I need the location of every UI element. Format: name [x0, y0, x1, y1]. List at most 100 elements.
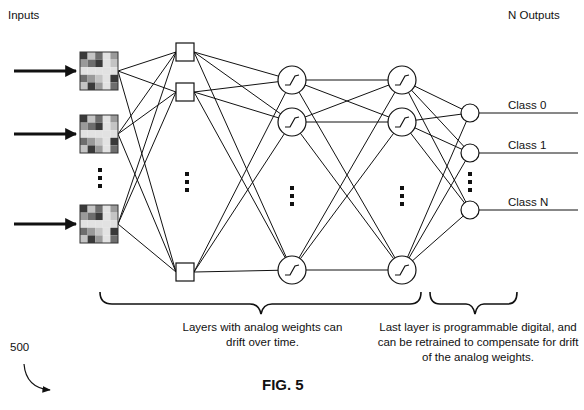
image-pixel — [110, 235, 118, 243]
image-pixel — [95, 52, 103, 60]
image-pixel — [103, 82, 111, 90]
image-pixel — [80, 138, 88, 146]
weight-line — [402, 153, 470, 270]
callout-number: 500 — [10, 340, 50, 355]
weight-line — [292, 122, 402, 123]
image-pixel — [103, 52, 111, 60]
image-pixel — [80, 235, 88, 243]
image-pixel — [103, 213, 111, 221]
image-pixel — [110, 145, 118, 153]
image-pixel — [103, 75, 111, 83]
image-pixel — [80, 220, 88, 228]
image-pixel — [103, 67, 111, 75]
weight-line — [479, 113, 578, 114]
image-pixel — [110, 138, 118, 146]
image-pixel — [110, 82, 118, 90]
image-pixel — [80, 213, 88, 221]
activation-symbol — [285, 75, 299, 85]
input-image — [80, 52, 118, 90]
output-neuron — [461, 104, 479, 122]
activation-symbol — [285, 117, 299, 127]
image-pixel — [110, 75, 118, 83]
weight-line — [194, 92, 292, 122]
weight-lines — [118, 52, 578, 272]
image-pixel — [88, 145, 96, 153]
weight-line — [479, 210, 578, 211]
ellipsis-dot — [468, 180, 472, 184]
weight-line — [118, 71, 176, 272]
image-pixel — [80, 115, 88, 123]
output-neuron — [461, 144, 479, 162]
bracket-note: Layers with analog weights can drift ove… — [175, 320, 350, 350]
image-pixel — [110, 130, 118, 138]
hidden-neuron — [388, 66, 416, 94]
image-pixel — [110, 213, 118, 221]
weight-line — [118, 52, 176, 224]
image-pixel — [80, 130, 88, 138]
image-pixel — [80, 67, 88, 75]
image-pixel — [88, 75, 96, 83]
weight-line — [292, 80, 402, 81]
ellipsis-dot — [400, 186, 404, 190]
image-pixel — [110, 205, 118, 213]
image-pixel — [80, 52, 88, 60]
ellipsis-dot — [290, 186, 294, 190]
output-neuron — [461, 201, 479, 219]
image-pixel — [88, 235, 96, 243]
image-pixel — [110, 67, 118, 75]
image-pixel — [88, 220, 96, 228]
image-pixel — [95, 130, 103, 138]
class-label: Class 0 — [508, 98, 578, 113]
image-pixel — [103, 130, 111, 138]
activation-symbol — [285, 265, 299, 275]
image-pixel — [110, 52, 118, 60]
image-pixel — [95, 123, 103, 131]
weight-line — [194, 52, 292, 270]
image-pixel — [103, 60, 111, 68]
weight-line — [118, 92, 176, 224]
heading-label: Inputs — [8, 8, 88, 23]
image-pixel — [80, 123, 88, 131]
hidden-neuron — [278, 66, 306, 94]
image-pixel — [103, 205, 111, 213]
image-pixel — [103, 123, 111, 131]
ellipsis-dot — [98, 168, 102, 172]
ellipsis-dot — [468, 188, 472, 192]
weight-line — [292, 80, 402, 270]
image-pixel — [88, 130, 96, 138]
hidden-neuron — [278, 256, 306, 284]
weight-line — [194, 80, 292, 92]
weight-line — [118, 71, 176, 92]
ellipsis-dot — [98, 176, 102, 180]
hidden-neuron — [278, 108, 306, 136]
image-pixel — [80, 145, 88, 153]
weight-line — [118, 52, 176, 134]
weight-line — [292, 80, 402, 270]
input-image — [80, 115, 118, 153]
input-arrow — [14, 133, 76, 136]
image-pixel — [88, 213, 96, 221]
image-pixel — [95, 60, 103, 68]
image-pixel — [110, 60, 118, 68]
image-border — [80, 115, 118, 153]
image-pixel — [88, 115, 96, 123]
digital-bracket — [430, 292, 517, 314]
weight-line — [194, 122, 292, 272]
bracket-note: Last layer is programmable digital, and … — [372, 320, 584, 365]
input-neuron — [176, 83, 194, 101]
ellipsis-dot — [185, 172, 189, 176]
image-pixel — [88, 67, 96, 75]
image-pixel — [88, 205, 96, 213]
input-arrow — [14, 223, 76, 226]
image-pixel — [110, 228, 118, 236]
weight-line — [194, 270, 292, 272]
weight-line — [118, 52, 176, 71]
input-image — [80, 205, 118, 243]
hidden-neuron — [388, 256, 416, 284]
image-pixel — [88, 82, 96, 90]
image-border — [80, 205, 118, 243]
image-pixel — [103, 235, 111, 243]
image-pixel — [110, 123, 118, 131]
image-pixel — [95, 67, 103, 75]
